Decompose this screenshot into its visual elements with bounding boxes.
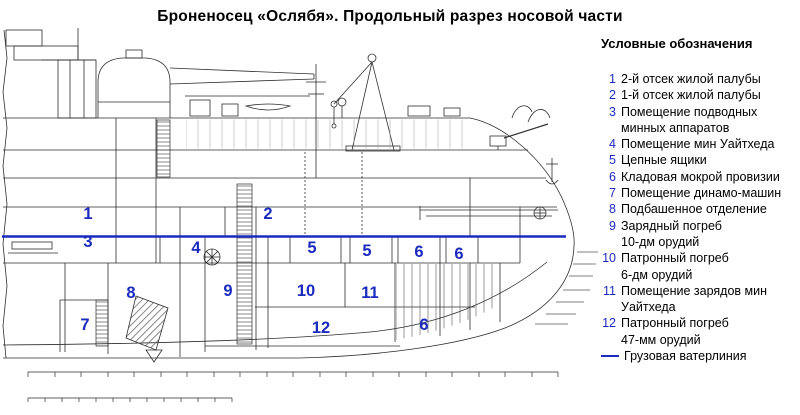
compartment-number: 3 <box>83 232 93 251</box>
deck-gun <box>489 123 549 150</box>
legend-item: 2 1-й отсек жилой палубы <box>601 87 798 103</box>
legend-item: 7 Помещение динамо-машин <box>601 185 798 201</box>
compartment-number: 6 <box>419 315 429 334</box>
gun-turret <box>97 49 315 118</box>
legend-waterline-item: Грузовая ватерлиния <box>601 348 798 364</box>
legend-item-number: 4 <box>609 137 616 152</box>
compartment-number: 5 <box>362 241 372 260</box>
legend-item-number: 5 <box>609 153 616 168</box>
legend-item: 8 Подбашенное отделение <box>601 201 798 217</box>
page-title: Броненосец «Ослябя». Продольный разрез н… <box>157 8 623 25</box>
legend-item-label: Цепные ящики <box>621 153 707 168</box>
legend-item-label: Патронный погреб 6-дм орудий <box>621 251 729 282</box>
legend-item-number: 1 <box>609 72 616 86</box>
compartment-number: 7 <box>80 315 90 334</box>
legend-item: 10 Патронный погреб 6-дм орудий <box>601 250 798 283</box>
capstan <box>203 248 221 266</box>
compartment-number: 6 <box>454 244 464 263</box>
legend-item-label: Помещение подводных минных аппаратов <box>621 104 758 135</box>
legend-item-number: 11 <box>603 283 616 298</box>
legend-item-label: Помещение мин Уайтхеда <box>621 137 775 152</box>
ladders-and-frames <box>95 119 496 347</box>
compartment-number: 8 <box>126 283 136 302</box>
legend: Условные обозначения 1 2-й отсек жилой п… <box>601 36 798 364</box>
legend-item: 9 Зарядный погреб 10-дм орудий <box>601 218 798 251</box>
compartment-number: 2 <box>263 204 273 223</box>
waterline-label: Грузовая ватерлиния <box>624 349 747 364</box>
legend-item: 11 Помещение зарядов мин Уайтхеда <box>601 283 798 316</box>
legend-item: 6 Кладовая мокрой провизии <box>601 169 798 185</box>
compartment-number: 1 <box>83 204 93 223</box>
legend-item-label: Подбашенное отделение <box>621 202 767 217</box>
legend-item-number: 3 <box>609 104 616 119</box>
legend-item-label: Помещение зарядов мин Уайтхеда <box>621 283 767 315</box>
legend-title: Условные обозначения <box>601 36 753 51</box>
legend-item-label: Помещение динамо-машин <box>621 186 782 201</box>
compartment-number: 9 <box>223 281 233 300</box>
legend-item: 5 Цепные ящики <box>601 152 798 168</box>
compartment-number: 4 <box>191 238 201 257</box>
legend-item-label: Патронный погреб 47-мм орудий <box>621 316 729 347</box>
legend-item: 1 2-й отсек жилой палубы <box>601 71 798 87</box>
compartment-number: 12 <box>311 318 331 337</box>
legend-item-number: 2 <box>609 88 616 103</box>
compartment-number: 11 <box>361 283 379 302</box>
legend-item-number: 6 <box>609 169 616 184</box>
legend-item-number: 10 <box>602 251 616 266</box>
legend-item: 12 Патронный погреб 47-мм орудий <box>601 315 798 348</box>
compartment-number: 6 <box>414 242 424 261</box>
scale-rulers <box>27 371 559 402</box>
legend-item-number: 9 <box>609 218 616 233</box>
legend-list: 1 2-й отсек жилой палубы 2 1-й отсек жил… <box>601 71 798 348</box>
legend-item-label: 1-й отсек жилой палубы <box>621 88 761 103</box>
superstructure <box>5 28 559 363</box>
water-shading <box>535 251 598 325</box>
compartment-number: 10 <box>296 281 316 300</box>
legend-item-number: 12 <box>602 316 616 331</box>
legend-item-label: Кладовая мокрой провизии <box>621 169 780 184</box>
legend-item-number: 7 <box>609 186 616 201</box>
ship-drawing <box>2 28 598 402</box>
legend-item: 4 Помещение мин Уайтхеда <box>601 136 798 152</box>
compartment-number: 5 <box>307 238 317 257</box>
waterline-symbol <box>601 348 619 364</box>
legend-item-label: 2-й отсек жилой палубы <box>621 72 761 86</box>
legend-item: 3 Помещение подводных минных аппаратов <box>601 104 798 137</box>
legend-item-label: Зарядный погреб 10-дм орудий <box>621 218 722 249</box>
legend-item-number: 8 <box>609 202 616 217</box>
